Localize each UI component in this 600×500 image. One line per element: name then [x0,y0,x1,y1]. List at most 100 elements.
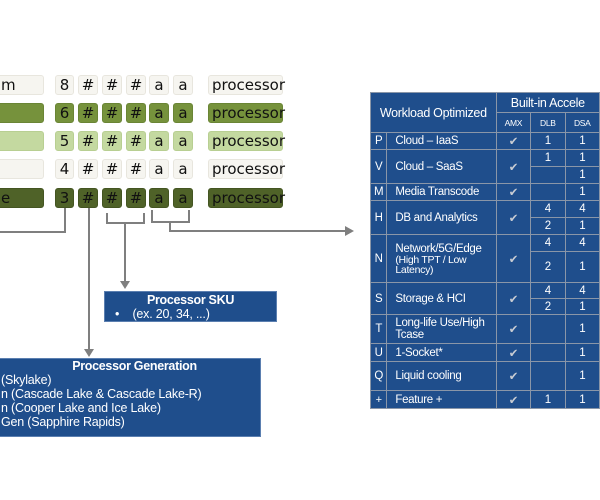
dsa-value: 4 [564,234,600,252]
generation-line: n (Cascade Lake & Cascade Lake-R) [1,387,202,401]
digit-cell: 4 [55,159,74,179]
row-letter: V [369,149,388,184]
workload-name: Network/5G/Edge [395,242,482,255]
dlb-value: 2 [530,251,566,283]
processor-suffix: processor [208,75,285,95]
processor-generation-box: Processor Generation (Skylake) n (Cascad… [0,358,261,437]
connector-line [169,230,346,232]
digit-cell: # [102,131,122,151]
bracket-line [188,210,190,222]
processor-generation-title: Processor Generation [72,359,197,373]
dlb-value: 1 [530,132,566,150]
digit-cell: a [149,159,169,179]
dlb-value: 2 [530,298,566,315]
dlb-value [530,166,566,184]
digit-cell: # [78,188,98,208]
digit-cell: # [126,75,146,95]
check-icon: ✔ [495,132,532,150]
workload-optimized-header: Workload Optimized [370,92,497,133]
digit-cell: # [126,188,146,208]
table-row: Q Liquid cooling ✔ 1 [369,361,600,391]
column-header-amx: AMX [495,112,532,133]
workload-name-cell: Network/5G/Edge (High TPT / Low Latency) [386,234,497,283]
bracket-line [106,213,108,223]
arrow-head-icon [120,281,130,289]
row-letter: M [369,183,388,201]
column-header-dlb: DLB [530,112,566,133]
arrow-head-icon [345,226,354,236]
workload-subtitle: (High TPT / Low Latency) [395,253,467,276]
dsa-value: 1 [564,149,600,167]
workload-name: Storage & HCI [386,282,497,315]
generation-line: (Skylake) [1,373,52,387]
bullet-icon: • [115,307,120,321]
column-header-dsa: DSA [564,112,600,133]
check-icon: ✔ [495,343,532,362]
dsa-value: 1 [564,343,600,362]
row-letter: T [369,314,388,344]
processor-suffix: processor [208,103,285,123]
table-row: V Cloud – SaaS ✔ 1 1 [369,149,600,184]
digit-cell: a [149,188,169,208]
table-row: S Storage & HCI ✔ 4 4 [369,282,600,315]
dlb-value [530,183,566,201]
built-in-accelerators-header: Built-in Accele [495,92,600,113]
dsa-value: 1 [564,390,600,409]
check-icon: ✔ [495,149,532,184]
tier-label-box [0,131,44,151]
digit-cell: # [126,103,146,123]
check-icon: ✔ [495,200,532,235]
workload-name: 1-Socket* [386,343,497,362]
check-icon: ✔ [495,234,532,283]
processor-sku-example-text: (ex. 20, 34, ...) [132,307,210,321]
dsa-value: 1 [564,298,600,315]
digit-cell: # [102,75,122,95]
processor-sku-title: Processor SKU [146,293,235,307]
dsa-value: 1 [564,217,600,235]
digit-cell: # [126,131,146,151]
dlb-value [530,361,566,391]
dsa-value: 1 [564,166,600,184]
dsa-value: 1 [564,361,600,391]
dsa-value: 4 [564,282,600,299]
dsa-value: 1 [564,183,600,201]
row-letter: S [369,282,388,315]
processor-suffix: processor [208,188,285,208]
connector-line [88,208,90,351]
workload-name: Feature + [386,390,497,409]
table-row: P Cloud – IaaS ✔ 1 1 [369,132,600,150]
bracket-line [151,210,153,222]
dlb-value: 4 [530,200,566,218]
digit-cell: 8 [55,75,74,95]
digit-cell: a [173,188,193,208]
digit-cell: # [102,188,122,208]
row-letter: Q [369,361,388,391]
dlb-value: 1 [530,390,566,409]
workload-name: DB and Analytics [386,200,497,235]
tier-label-box: e [0,188,44,208]
processor-suffix: processor [208,131,285,151]
digit-cell: # [78,131,98,151]
check-icon: ✔ [495,183,532,201]
digit-cell: # [78,75,98,95]
digit-cell: a [173,159,193,179]
digit-cell: # [78,103,98,123]
digit-cell: 5 [55,131,74,151]
dsa-value: 4 [564,200,600,218]
check-icon: ✔ [495,361,532,391]
digit-cell: a [149,131,169,151]
processor-sku-box: Processor SKU • (ex. 20, 34, ...) [104,291,277,322]
check-icon: ✔ [495,282,532,315]
generation-line: n (Cooper Lake and Ice Lake) [1,401,161,415]
digit-cell: a [149,103,169,123]
digit-cell: # [102,159,122,179]
connector-line [169,221,171,232]
row-letter: P [369,132,388,150]
digit-cell: a [149,75,169,95]
tier-label-box [0,103,44,123]
workload-name: Liquid cooling [386,361,497,391]
connector-line [64,208,66,232]
row-letter: + [369,390,388,409]
generation-line: Gen (Sapphire Rapids) [1,415,125,429]
digit-cell: # [102,103,122,123]
